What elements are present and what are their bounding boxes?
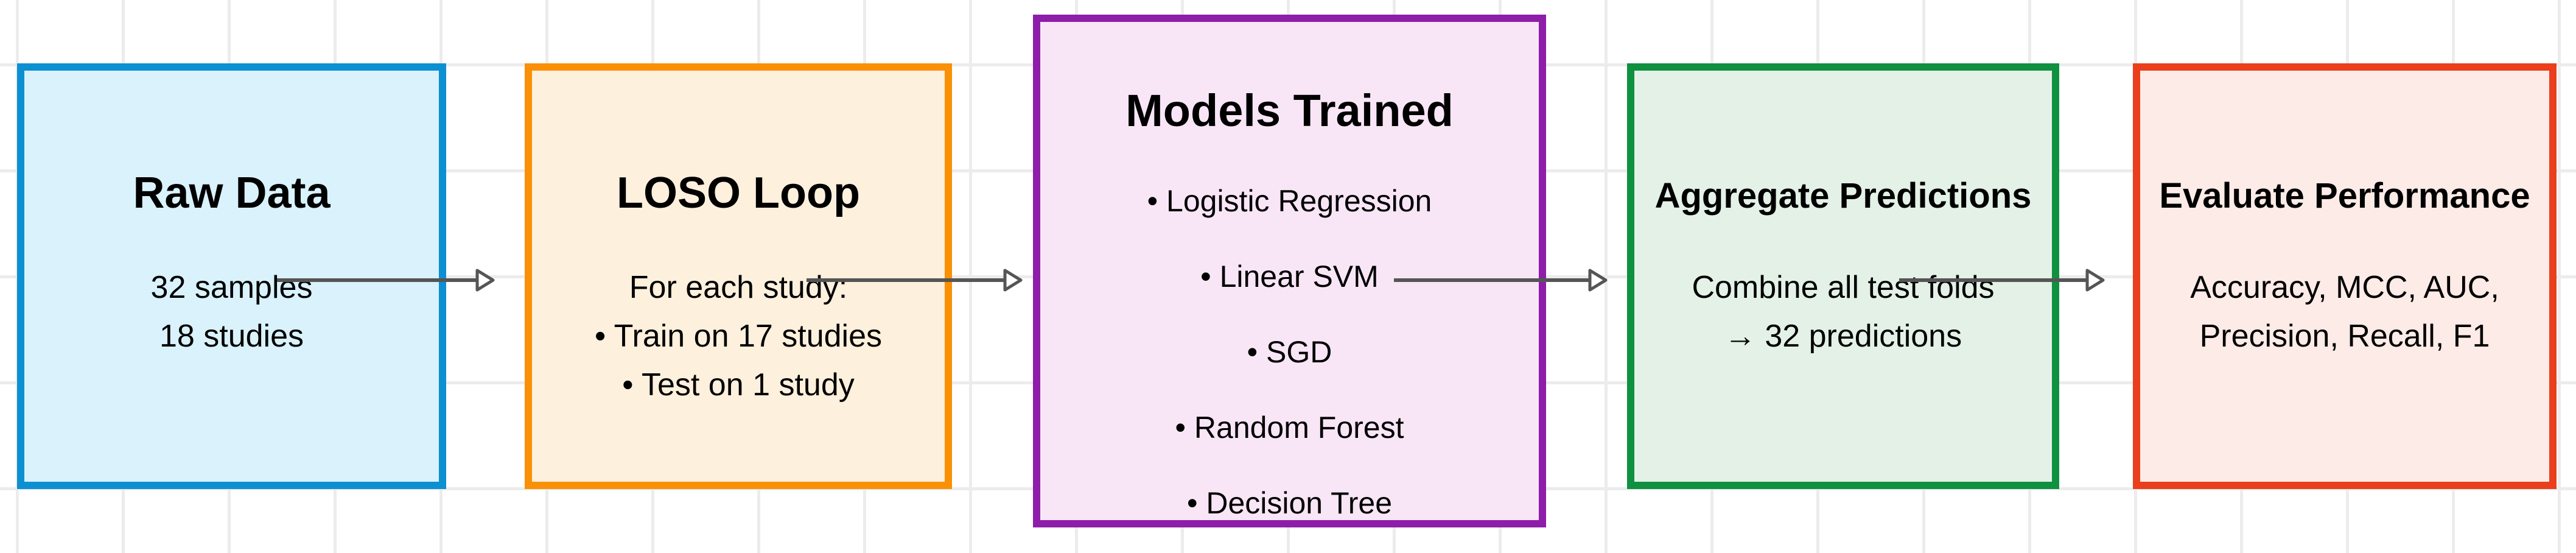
box-line: • Random Forest bbox=[1175, 410, 1404, 445]
box-line: 32 samples bbox=[150, 270, 313, 305]
box-title: Aggregate Predictions bbox=[1654, 176, 2032, 216]
box-line: • Decision Tree bbox=[1186, 486, 1393, 520]
box-title: Models Trained bbox=[1125, 85, 1454, 136]
flow-box-aggregate-predictions: Aggregate Predictions Combine all test f… bbox=[1627, 63, 2059, 489]
box-line: • Test on 1 study bbox=[622, 367, 855, 403]
box-line: • Logistic Regression bbox=[1147, 184, 1432, 218]
flow-box-loso-loop: LOSO Loop For each study: • Train on 17 … bbox=[525, 63, 952, 489]
box-line: Combine all test folds bbox=[1692, 270, 1995, 305]
box-line: • Train on 17 studies bbox=[594, 319, 883, 354]
box-title: LOSO Loop bbox=[617, 169, 860, 217]
box-title: Evaluate Performance bbox=[2159, 176, 2530, 216]
flow-box-evaluate-performance: Evaluate Performance Accuracy, MCC, AUC,… bbox=[2133, 63, 2557, 489]
flow-box-raw-data: Raw Data 32 samples 18 studies bbox=[17, 63, 446, 489]
box-line: → 32 predictions bbox=[1724, 319, 1962, 354]
box-line: • Linear SVM bbox=[1200, 259, 1379, 294]
flow-box-models-trained: Models Trained • Logistic Regression • L… bbox=[1033, 15, 1546, 527]
box-title: Raw Data bbox=[133, 169, 331, 217]
box-line: 18 studies bbox=[159, 319, 304, 354]
box-line: For each study: bbox=[629, 270, 848, 305]
box-line: Accuracy, MCC, AUC, bbox=[2190, 270, 2499, 305]
box-line: • SGD bbox=[1247, 335, 1332, 369]
box-line: Precision, Recall, F1 bbox=[2199, 319, 2490, 354]
